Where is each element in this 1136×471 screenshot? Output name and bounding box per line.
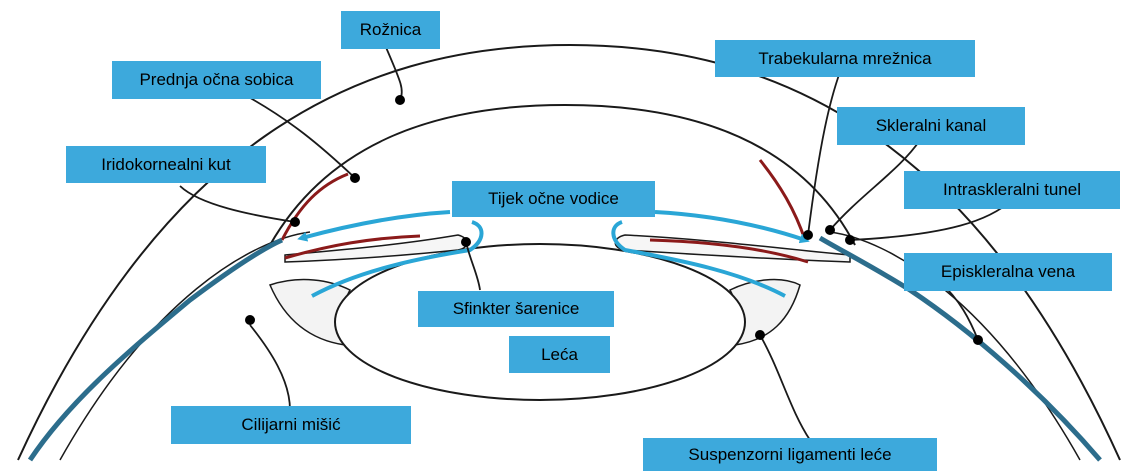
- label-sfinkter-sarenice: Sfinkter šarenice: [418, 291, 614, 327]
- cornea-inner-outline: [269, 103, 856, 246]
- episcleral-vein-left: [27, 237, 284, 462]
- label-episkleralna-vena: Episkleralna vena: [904, 253, 1112, 291]
- label-cilijarni-misic: Cilijarni mišić: [171, 406, 411, 444]
- label-iridokornealni-kut: Iridokornealni kut: [66, 146, 266, 183]
- leader-lines: [179, 44, 1013, 441]
- trabecular-meshwork-right: [758, 159, 807, 241]
- label-suspenzorni-ligamenti-lece: Suspenzorni ligamenti leće: [643, 438, 937, 471]
- iris-left-edge: [284, 234, 421, 260]
- label-skleralni-kanal: Skleralni kanal: [837, 107, 1025, 145]
- aqueous-flow-arrow-left: [297, 210, 451, 242]
- sclera-outer-outline: [17, 43, 1121, 461]
- aqueous-path-right: [611, 220, 786, 298]
- label-intraskleralni-tunel: Intraskleralni tunel: [904, 171, 1120, 209]
- label-tijek-ocne-vodice: Tijek očne vodice: [452, 181, 655, 217]
- label-prednja-ocna-sobica: Prednja očna sobica: [112, 61, 321, 99]
- iris-right-edge: [649, 238, 809, 264]
- aqueous-flow-arrow-right: [654, 210, 810, 244]
- label-trabekularna-mreznica: Trabekularna mrežnica: [715, 40, 975, 77]
- aqueous-path-left: [311, 220, 484, 298]
- episcleral-vein-right: [818, 235, 1102, 462]
- label-roznica: Rožnica: [341, 11, 440, 49]
- label-leca: Leća: [509, 336, 610, 373]
- trabecular-meshwork-left: [280, 172, 349, 241]
- point-markers: [245, 95, 983, 345]
